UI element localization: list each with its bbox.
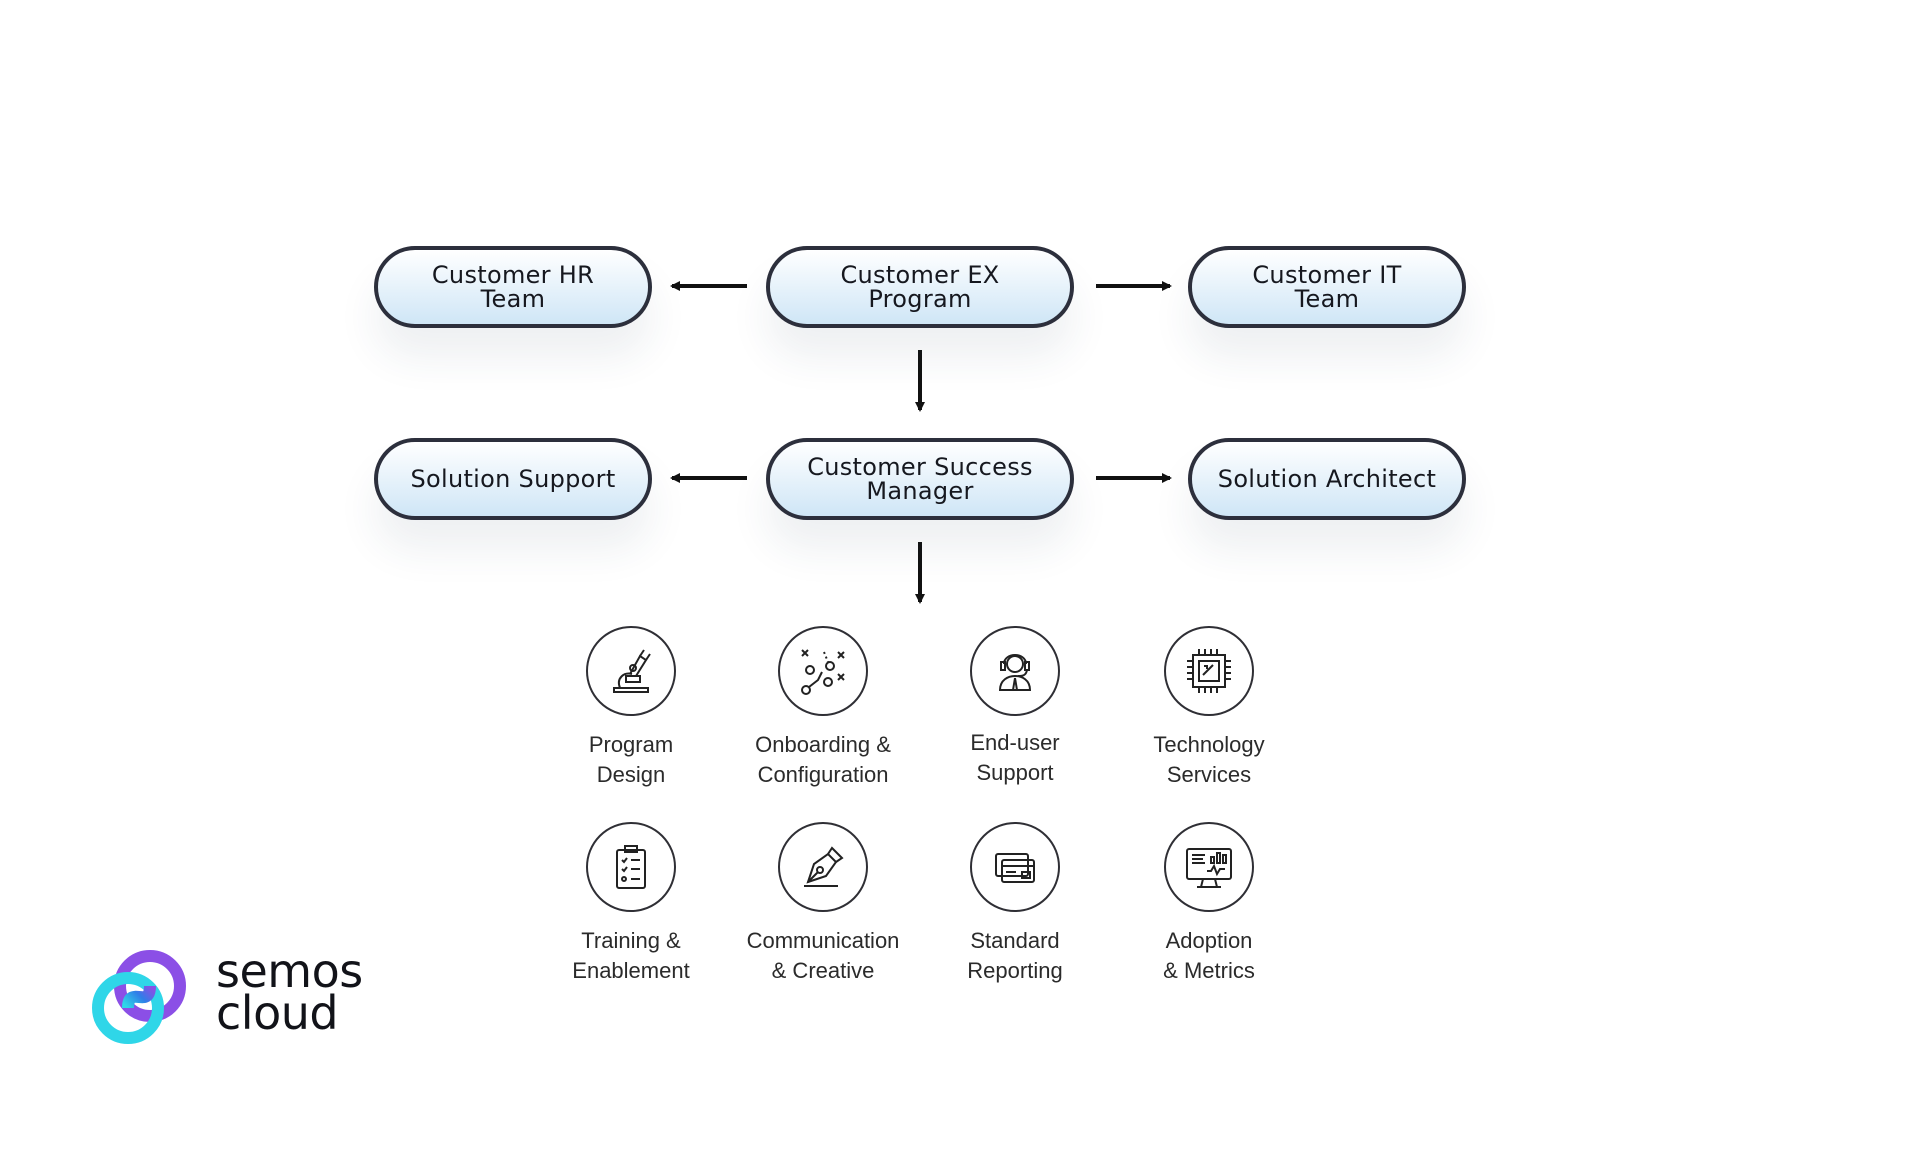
- service-label-line: Reporting: [967, 958, 1063, 983]
- service-label-line: Adoption: [1165, 928, 1253, 953]
- semos-cloud-logo: [92, 950, 186, 1044]
- node-label-line: Customer HR: [431, 261, 595, 289]
- node-label-line: Customer Success: [807, 453, 1033, 481]
- node-label-line: Solution Architect: [1217, 465, 1437, 493]
- cards-report-icon: [970, 822, 1060, 912]
- node-label-line: Manager: [866, 477, 974, 505]
- service-label-line: Onboarding &: [755, 732, 891, 757]
- service-communication-creative: Communication & Creative: [728, 822, 918, 986]
- service-label-line: Training &: [581, 928, 681, 953]
- service-label-line: & Metrics: [1163, 958, 1255, 983]
- node-solution-architect: Solution Architect: [1188, 438, 1466, 520]
- service-adoption-metrics: Adoption & Metrics: [1114, 822, 1304, 986]
- support-agent-icon: [970, 626, 1060, 716]
- service-label-line: Program: [588, 732, 674, 757]
- service-label-line: & Creative: [771, 958, 875, 983]
- node-label-line: Customer EX: [840, 261, 1000, 289]
- cpu-chip-icon: [1164, 626, 1254, 716]
- strategy-play-icon: [778, 626, 868, 716]
- node-label-line: Customer IT: [1252, 261, 1402, 289]
- node-label-line: Team: [1294, 285, 1360, 313]
- service-label-line: Services: [1166, 762, 1252, 787]
- brand-name-line: semos: [216, 944, 363, 998]
- checklist-clipboard-icon: [586, 822, 676, 912]
- node-label-line: Team: [480, 285, 546, 313]
- service-label-line: Support: [976, 760, 1054, 785]
- service-label-line: End-user: [970, 730, 1060, 755]
- node-solution-support: Solution Support: [374, 438, 652, 520]
- service-label-line: Enablement: [572, 958, 690, 983]
- service-training-enablement: Training & Enablement: [536, 822, 726, 986]
- service-label-line: Technology: [1153, 732, 1265, 757]
- service-label-line: Standard: [970, 928, 1060, 953]
- service-label-line: Configuration: [757, 762, 889, 787]
- monitor-metrics-icon: [1164, 822, 1254, 912]
- node-label-line: Solution Support: [410, 465, 616, 493]
- service-label-line: Communication: [746, 928, 900, 953]
- service-label-line: Design: [596, 762, 666, 787]
- node-label-line: Program: [868, 285, 972, 313]
- pen-nib-icon: [778, 822, 868, 912]
- microscope-icon: [586, 626, 676, 716]
- brand-name-line: cloud: [216, 986, 339, 1040]
- service-onboarding-configuration: Onboarding & Configuration: [728, 626, 918, 790]
- brand-name: semos cloud: [216, 944, 363, 1040]
